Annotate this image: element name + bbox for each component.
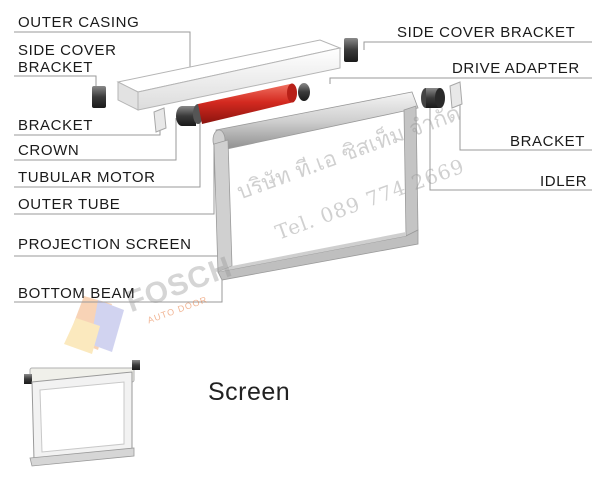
leader-lines (14, 31, 592, 303)
bracket-left-part (153, 107, 167, 133)
side-cover-bracket-right-part (344, 38, 358, 62)
label-bottom-beam: BOTTOM BEAM (18, 285, 136, 302)
label-side-cover-bracket-right: SIDE COVER BRACKET (397, 24, 576, 41)
label-bracket-right: BRACKET (510, 133, 586, 150)
idler-part (421, 88, 445, 108)
screen-frame-part (212, 91, 419, 281)
watermark-logo-icon (64, 296, 124, 354)
label-crown: CROWN (18, 142, 80, 159)
label-side-cover-bracket-left: SIDE COVER BRACKET (18, 42, 117, 76)
caption-screen: Screen (208, 378, 291, 406)
outer-casing-part (116, 39, 342, 111)
tubular-motor-part (198, 83, 297, 124)
label-drive-adapter: DRIVE ADAPTER (452, 60, 580, 77)
side-cover-bracket-left-part (92, 86, 106, 108)
label-idler: IDLER (540, 173, 588, 190)
assembled-screen-thumbnail (24, 360, 140, 467)
label-tubular-motor: TUBULAR MOTOR (18, 169, 156, 186)
bracket-right-part (449, 81, 463, 109)
label-outer-tube: OUTER TUBE (18, 196, 121, 213)
label-projection-screen: PROJECTION SCREEN (18, 236, 192, 253)
label-outer-casing: OUTER CASING (18, 14, 140, 31)
label-bracket-left: BRACKET (18, 117, 94, 134)
motor-drive-end-part (298, 83, 310, 101)
